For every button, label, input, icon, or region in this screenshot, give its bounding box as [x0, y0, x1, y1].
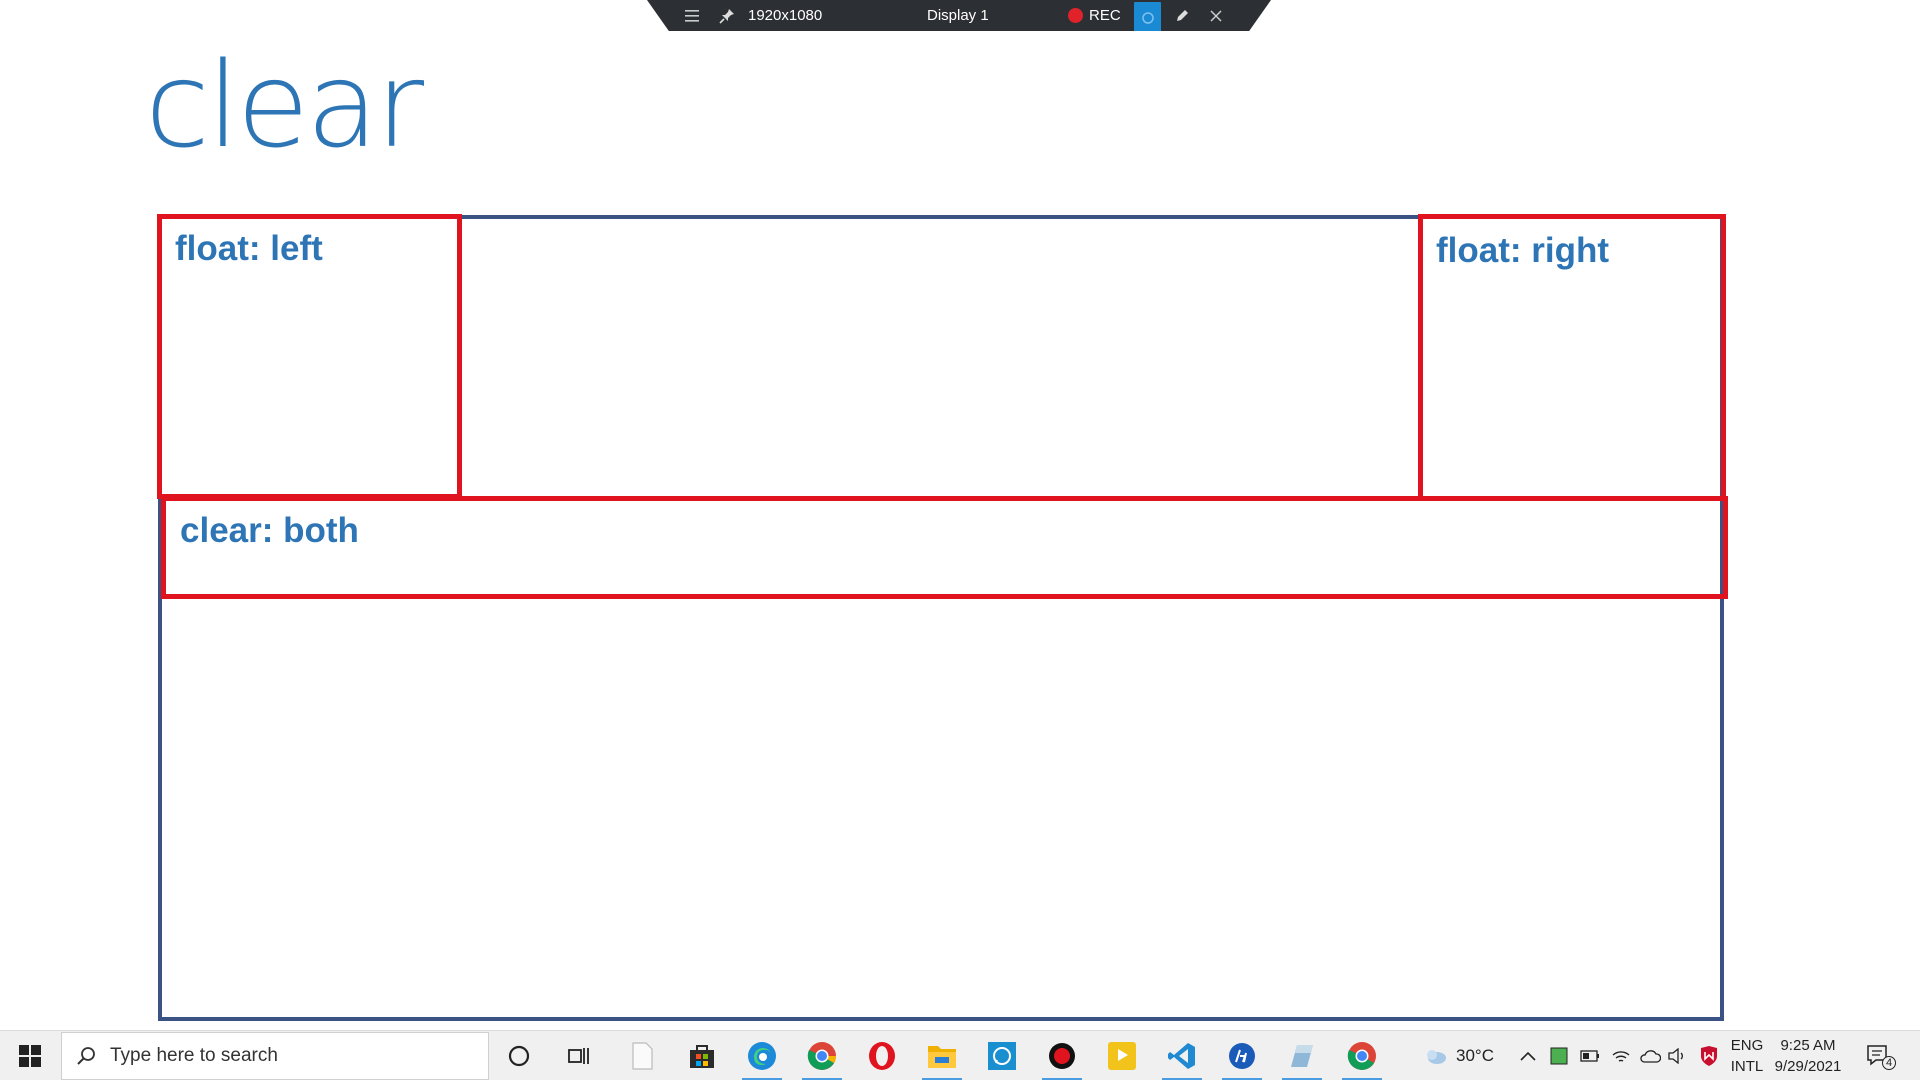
display-select[interactable]: Display 1: [927, 7, 989, 24]
edge-icon[interactable]: [734, 1031, 790, 1080]
taskbar-search[interactable]: Type here to search: [61, 1032, 489, 1080]
close-icon[interactable]: [1210, 0, 1222, 31]
weather-icon: [1427, 1050, 1446, 1064]
search-icon: [77, 1047, 95, 1065]
nvidia-icon[interactable]: [1550, 1031, 1568, 1080]
resolution-label: 1920x1080: [748, 7, 823, 24]
float-left-label: float: left: [175, 229, 323, 268]
cortana-icon[interactable]: [491, 1031, 547, 1080]
pen-icon[interactable]: [1174, 0, 1190, 31]
player-icon[interactable]: [1094, 1031, 1150, 1080]
file-explorer-icon[interactable]: [914, 1031, 970, 1080]
start-button[interactable]: [0, 1031, 60, 1080]
chevron-up-icon[interactable]: [1520, 1031, 1536, 1080]
clock-time: 9:25 AM: [1780, 1037, 1836, 1054]
menu-icon[interactable]: [685, 0, 699, 31]
task-view-icon[interactable]: [551, 1031, 607, 1080]
record-dot-icon: [1068, 8, 1083, 23]
hp-icon[interactable]: [1214, 1031, 1270, 1080]
onedrive-icon[interactable]: [1639, 1031, 1661, 1080]
weather-temp: 30°C: [1456, 1046, 1494, 1065]
clear-both-box: clear: both: [161, 496, 1728, 599]
notification-center-icon[interactable]: 4: [1866, 1031, 1896, 1080]
volume-icon[interactable]: [1668, 1031, 1686, 1080]
opera-icon[interactable]: [854, 1031, 910, 1080]
recorder-toolbar: 1920x1080 Display 1 REC: [647, 0, 1271, 31]
float-right-label: float: right: [1436, 231, 1610, 270]
notification-count: 4: [1882, 1056, 1896, 1070]
wifi-icon[interactable]: [1612, 1031, 1630, 1080]
chrome-icon[interactable]: [1334, 1031, 1390, 1080]
whatsapp-icon[interactable]: [974, 1031, 1030, 1080]
clock[interactable]: 9:25 AM 9/29/2021: [1768, 1035, 1848, 1077]
camera-toggle-button[interactable]: [1134, 2, 1161, 31]
recorder-icon[interactable]: [1034, 1031, 1090, 1080]
clock-date: 9/29/2021: [1774, 1058, 1842, 1075]
rec-label: REC: [1089, 7, 1121, 24]
rec-button[interactable]: REC: [1068, 0, 1121, 31]
battery-icon[interactable]: [1580, 1031, 1600, 1080]
pin-icon[interactable]: [719, 0, 735, 31]
float-left-box: float: left: [157, 214, 462, 499]
vscode-icon[interactable]: [1154, 1031, 1210, 1080]
chrome-icon[interactable]: [794, 1031, 850, 1080]
antivirus-icon[interactable]: [1700, 1031, 1718, 1080]
search-placeholder: Type here to search: [110, 1045, 278, 1066]
lang-top: ENG: [1730, 1037, 1764, 1054]
app-icon[interactable]: [1274, 1031, 1330, 1080]
weather-widget[interactable]: 30°C: [1424, 1031, 1494, 1080]
container-box: [158, 215, 1724, 1021]
file-icon[interactable]: [614, 1031, 670, 1080]
language-indicator[interactable]: ENG INTL: [1727, 1035, 1767, 1077]
clear-both-label: clear: both: [180, 511, 359, 550]
windows-icon: [19, 1045, 41, 1067]
taskbar: Type here to search: [0, 1030, 1920, 1080]
slide-title: clear: [145, 36, 424, 174]
lang-bottom: INTL: [1730, 1058, 1764, 1075]
store-icon[interactable]: [674, 1031, 730, 1080]
float-right-box: float: right: [1418, 214, 1726, 501]
